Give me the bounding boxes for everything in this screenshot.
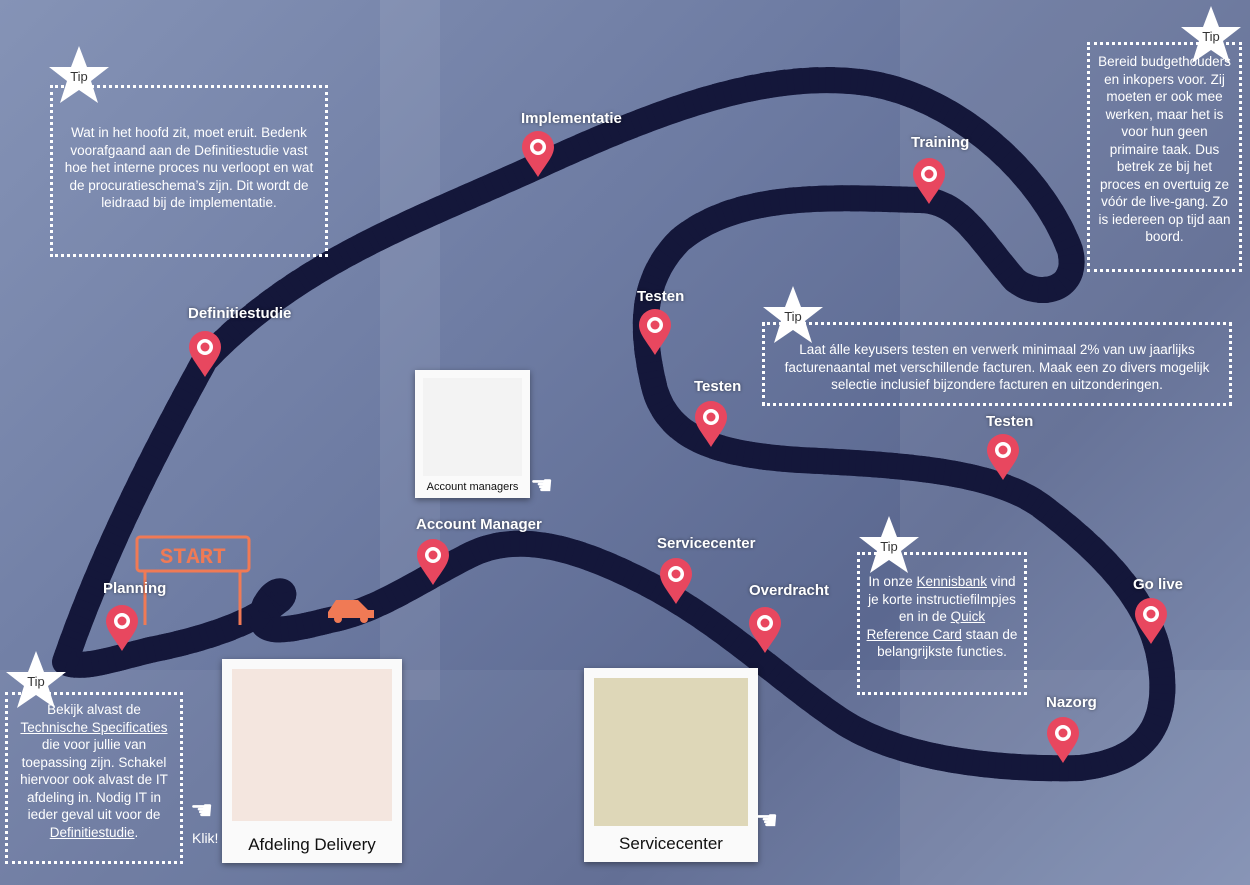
map-pin-icon[interactable]	[911, 157, 947, 205]
delivery-team-image	[232, 669, 392, 821]
tip-text: die voor jullie van toepassing zijn. Sch…	[20, 737, 168, 822]
tip-text: In onze	[868, 574, 917, 589]
tip-testen: Laat álle keyusers testen en verwerk min…	[762, 322, 1232, 406]
tip-star-icon: Tip	[1180, 5, 1242, 65]
start-sign: START	[135, 535, 251, 625]
kennisbank-link[interactable]: Kennisbank	[916, 574, 988, 589]
servicecenter-image	[594, 678, 748, 826]
stage-label-implementatie: Implementatie	[521, 110, 622, 127]
pointing-hand-icon: ☚	[755, 805, 779, 835]
card-caption: Afdeling Delivery	[248, 835, 376, 854]
map-pin-icon[interactable]	[187, 330, 223, 378]
card-account-managers[interactable]: Account managers	[415, 370, 530, 498]
tip-text: .	[134, 824, 139, 840]
map-pin-icon[interactable]	[415, 538, 451, 586]
tip-text: Bekijk alvast de	[47, 702, 141, 717]
tip-text: Wat in het hoofd zit, moet eruit. Bedenk…	[64, 125, 314, 210]
pointing-hand-icon: ☚	[190, 795, 214, 825]
stage-label-testen-1: Testen	[637, 288, 685, 305]
tip-technisch: Bekijk alvast de Technische Specificatie…	[5, 692, 183, 864]
map-pin-icon[interactable]	[693, 400, 729, 448]
map-pin-icon[interactable]	[520, 130, 556, 178]
svg-text:START: START	[160, 545, 226, 570]
tip-star-icon: Tip	[5, 650, 67, 710]
map-pin-icon[interactable]	[985, 433, 1021, 481]
tip-budgethouders: Bereid budgethouders en inkopers voor. Z…	[1087, 42, 1242, 272]
stage-label-training: Training	[911, 134, 970, 151]
stage-label-definitiestudie: Definitiestudie	[188, 305, 292, 322]
map-pin-icon[interactable]	[1045, 716, 1081, 764]
stage-label-testen-2: Testen	[694, 378, 742, 395]
account-managers-image	[423, 378, 522, 476]
tip-definitiestudie: Wat in het hoofd zit, moet eruit. Bedenk…	[50, 85, 328, 257]
map-pin-icon[interactable]	[1133, 597, 1169, 645]
tip-label: Tip	[880, 539, 898, 554]
tip-text: Bereid budgethouders en inkopers voor. Z…	[1098, 54, 1231, 244]
map-pin-icon[interactable]	[747, 606, 783, 654]
card-caption: Servicecenter	[619, 834, 723, 853]
tip-star-icon: Tip	[48, 45, 110, 105]
tip-star-icon: Tip	[858, 515, 920, 575]
card-caption: Account managers	[426, 481, 519, 493]
map-pin-icon[interactable]	[658, 557, 694, 605]
technische-specificaties-link[interactable]: Technische Specificaties	[20, 719, 168, 735]
stage-label-account-manager: Account Manager	[416, 516, 542, 533]
tip-label: Tip	[27, 674, 45, 689]
map-pin-icon[interactable]	[104, 604, 140, 652]
tip-label: Tip	[1202, 29, 1220, 44]
stage-label-planning: Planning	[103, 580, 167, 597]
tip-label: Tip	[70, 69, 88, 84]
pointing-hand-icon: ☚	[530, 470, 554, 500]
quick-reference-card-link[interactable]: Quick Reference Card	[866, 609, 986, 642]
tip-text: staan de belangrijkste functies.	[877, 626, 1018, 660]
stage-label-nazorg: Nazorg	[1046, 694, 1097, 711]
definitiestudie-link[interactable]: Definitiestudie	[49, 824, 135, 840]
tip-star-icon: Tip	[762, 285, 824, 345]
stage-label-overdracht: Overdracht	[749, 582, 830, 599]
car-icon	[328, 600, 374, 623]
stage-label-testen-3: Testen	[986, 413, 1034, 430]
tip-text: vind je korte instructiefilmpjes en in d…	[868, 574, 1016, 624]
tip-label: Tip	[784, 309, 802, 324]
stage-label-servicecenter: Servicecenter	[657, 535, 756, 552]
tip-text: Laat álle keyusers testen en verwerk min…	[784, 342, 1210, 392]
klik-label: Klik!	[192, 830, 219, 846]
stage-label-go-live: Go live	[1133, 576, 1184, 593]
tip-kennisbank: In onze Kennisbank vind je korte instruc…	[857, 552, 1027, 695]
card-servicecenter[interactable]: Servicecenter	[584, 668, 758, 862]
map-pin-icon[interactable]	[637, 308, 673, 356]
card-afdeling-delivery[interactable]: Afdeling Delivery	[222, 659, 402, 863]
